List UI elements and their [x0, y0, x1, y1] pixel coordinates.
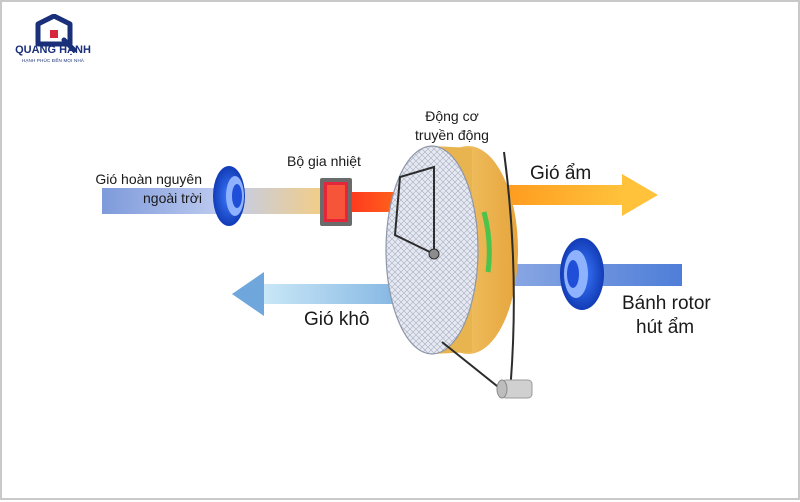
brand-logo	[8, 13, 100, 70]
label-line: Bánh rotor	[622, 293, 711, 314]
fan-icon	[560, 238, 604, 310]
desiccant-rotor-wheel	[385, 145, 518, 355]
label-line: truyền động	[415, 127, 489, 143]
brand-name: QUANG HẠNH	[15, 44, 91, 56]
heater-icon	[320, 178, 352, 226]
fan-icon	[213, 166, 245, 226]
house-magnifier-logo-icon	[35, 13, 77, 53]
label-drive-motor: Động cơ truyền động	[397, 107, 507, 145]
label-line: ngoài trời	[143, 190, 202, 206]
label-line: hút ẩm	[636, 317, 695, 338]
motor-icon	[496, 379, 533, 399]
humid-air-arrow	[502, 174, 658, 216]
label-humid-air: Gió ẩm	[530, 163, 592, 184]
label-heater: Bộ gia nhiệt	[287, 153, 361, 169]
label-rotor: Bánh rotor hút ẩm	[622, 292, 742, 340]
label-line: Động cơ	[425, 108, 479, 124]
label-line: Gió hoàn nguyên	[95, 171, 202, 187]
drive-belt	[393, 151, 515, 393]
label-outdoor-regeneration-air: Gió hoàn nguyên ngoài trời	[62, 170, 202, 208]
brand-tagline: HẠNH PHÚC ĐẾN MỌI NHÀ	[21, 58, 85, 63]
label-dry-air: Gió khô	[304, 309, 370, 330]
